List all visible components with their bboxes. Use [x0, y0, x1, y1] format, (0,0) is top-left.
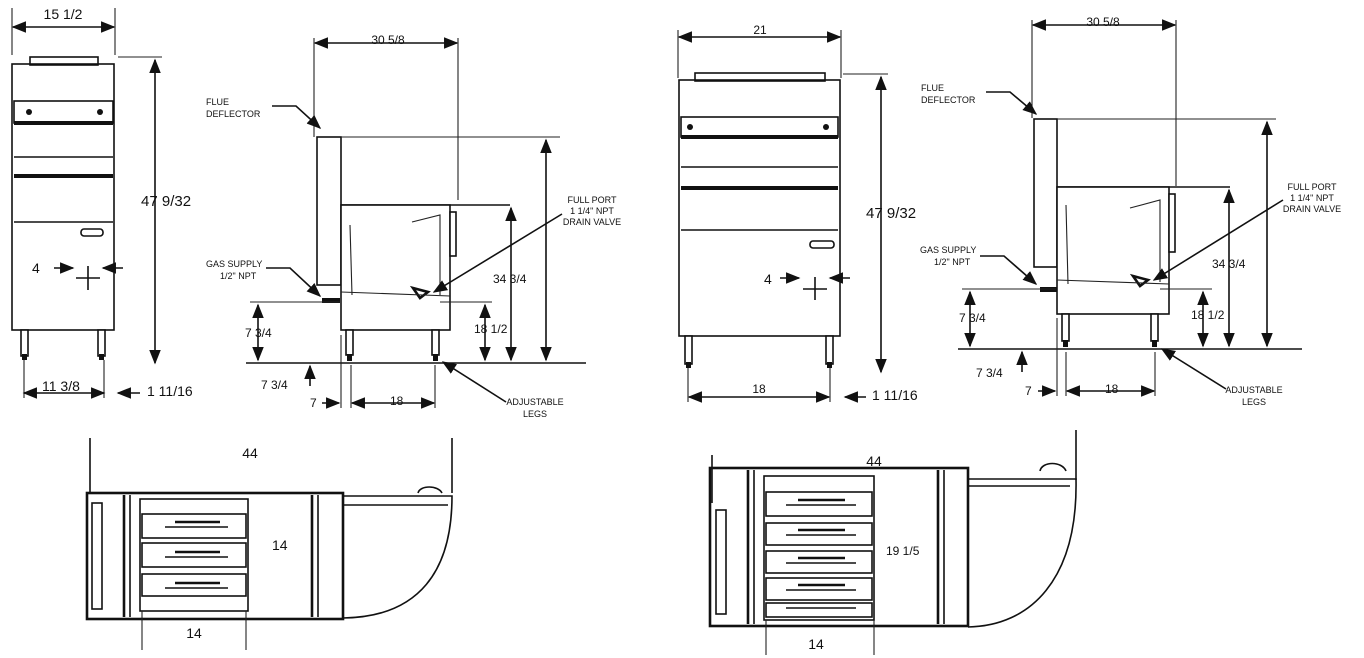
fryer-outline — [85, 491, 345, 621]
leg-depth-label: 18 — [1105, 382, 1119, 396]
floor-offset-label: 7 3/4 — [261, 378, 288, 392]
floor-offset-label: 7 3/4 — [976, 366, 1003, 380]
flue-label-2: DEFLECTOR — [921, 95, 976, 105]
leg — [20, 329, 29, 357]
drain-label-3: DRAIN VALVE — [1283, 204, 1341, 214]
gas-height-label: 7 3/4 — [245, 326, 272, 340]
leg — [825, 335, 834, 365]
width-label: 21 — [753, 23, 767, 37]
legs-label: ADJUSTABLE — [506, 397, 563, 407]
basket-depth-label: 19 1/5 — [886, 544, 920, 558]
drain-height-label: 18 1/2 — [1191, 308, 1225, 322]
drain-label-3: DRAIN VALVE — [563, 217, 621, 227]
knob-icon — [26, 109, 32, 115]
door-handle — [809, 240, 835, 249]
front-offset-label: 7 — [310, 396, 317, 410]
control-panel — [680, 116, 839, 138]
door-swing-arc — [967, 478, 1077, 628]
flue-label-2: DEFLECTOR — [206, 109, 261, 119]
clearance-label: 44 — [242, 445, 258, 461]
depth-label: 30 5/8 — [371, 33, 405, 47]
basket-depth-label: 14 — [272, 537, 288, 553]
drain-label: FULL PORT — [567, 195, 617, 205]
fryer-outline — [708, 466, 970, 628]
flue-label: FLUE — [921, 83, 944, 93]
knob-icon — [823, 124, 829, 130]
basket — [141, 573, 247, 597]
drain-height-label: 18 1/2 — [474, 322, 508, 336]
height-label: 47 9/32 — [141, 193, 191, 210]
side-body — [340, 204, 451, 331]
basket-width-label: 14 — [186, 625, 202, 641]
basket — [765, 522, 873, 546]
basket — [765, 602, 873, 618]
leg — [684, 335, 693, 365]
legs-label-2: LEGS — [1242, 397, 1266, 407]
legs-label: ADJUSTABLE — [1225, 385, 1282, 395]
cabinet — [11, 63, 115, 331]
basket — [141, 542, 247, 568]
drain-label: FULL PORT — [1287, 182, 1337, 192]
leg-depth-label: 18 — [390, 394, 404, 408]
legs-label-2: LEGS — [523, 409, 547, 419]
front-view-b: 21 4 18 1 11/16 47 9/32 — [677, 23, 918, 403]
leg — [431, 329, 440, 356]
front-view-a: 15 1/2 4 11 3/8 1 11/16 47 9/32 — [11, 6, 193, 399]
gas-offset-label: 4 — [32, 260, 40, 276]
basket — [765, 491, 873, 517]
top-view-b: 44 19 1/5 14 — [708, 430, 1077, 655]
knob-icon — [687, 124, 693, 130]
fry-height-label: 34 3/4 — [493, 272, 527, 286]
front-offset-label: 7 — [1025, 384, 1032, 398]
door-swing-arc — [342, 495, 453, 619]
leg — [1061, 313, 1070, 342]
flue-label: FLUE — [206, 97, 229, 107]
flue-cap — [694, 72, 826, 82]
flue-deflector — [1033, 118, 1058, 268]
side-view-a: 30 5/8 FLUE DEFLECTOR FULL PORT 1 1/4" N… — [206, 33, 621, 419]
basket — [141, 513, 247, 539]
gas-label: GAS SUPPLY — [206, 259, 262, 269]
gas-offset-label: 4 — [764, 271, 772, 287]
gas-label: GAS SUPPLY — [920, 245, 976, 255]
leg — [1150, 313, 1159, 342]
basket-width-label: 14 — [808, 636, 824, 652]
door-handle — [80, 228, 104, 237]
clearance-label: 44 — [866, 453, 882, 469]
basket — [765, 577, 873, 601]
depth-label: 30 5/8 — [1086, 15, 1120, 29]
gas-label-2: 1/2" NPT — [934, 257, 971, 267]
gas-supply-pipe — [322, 298, 340, 303]
leg-side-label: 1 11/16 — [147, 383, 193, 399]
cabinet — [678, 79, 841, 337]
gas-height-label: 7 3/4 — [959, 311, 986, 325]
side-view-b: 30 5/8 FLUE DEFLECTOR FULL PORT 1 1/4" N… — [920, 15, 1341, 407]
drain-label-2: 1 1/4" NPT — [570, 206, 614, 216]
leg-span-label: 11 3/8 — [42, 378, 80, 394]
side-body — [1056, 186, 1170, 315]
flue-cap — [29, 56, 99, 66]
top-view-a: 44 14 14 — [85, 438, 453, 650]
leg-span-label: 18 — [752, 382, 766, 396]
flue-deflector — [316, 136, 342, 286]
leg-side-label: 1 11/16 — [872, 387, 918, 403]
knob-icon — [97, 109, 103, 115]
basket — [765, 550, 873, 574]
leg — [97, 329, 106, 357]
gas-label-2: 1/2" NPT — [220, 271, 257, 281]
fry-height-label: 34 3/4 — [1212, 257, 1246, 271]
drain-label-2: 1 1/4" NPT — [1290, 193, 1334, 203]
width-label: 15 1/2 — [44, 6, 83, 22]
leg — [345, 329, 354, 356]
height-label: 47 9/32 — [866, 205, 916, 222]
